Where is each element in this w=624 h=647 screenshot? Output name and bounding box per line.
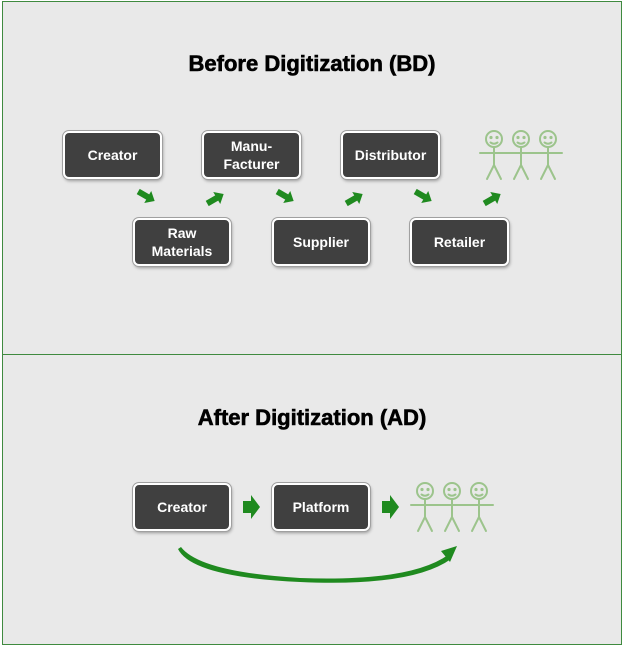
bd-retailer-label: Retailer <box>433 234 486 250</box>
ad-creator-label: Creator <box>157 499 207 515</box>
ad-creator-node: Creator <box>133 483 231 531</box>
ad-platform-label: Platform <box>292 499 350 515</box>
bd-distributor-node: Distributor <box>341 131 440 179</box>
bd-manufacturer-node: Manu- Facturer <box>202 131 301 179</box>
before-title: Before Digitization (BD) <box>188 51 436 77</box>
bd-raw-materials-label: Raw Materials <box>151 225 213 259</box>
bd-retailer-node: Retailer <box>410 218 509 266</box>
bd-supplier-label: Supplier <box>292 234 349 250</box>
bd-raw-materials-node: Raw Materials <box>133 218 231 266</box>
after-title: After Digitization (AD) <box>197 405 427 431</box>
ad-platform-node: Platform <box>272 483 370 531</box>
bd-manufacturer-label: Manu- Facturer <box>223 138 280 172</box>
bd-creator-label: Creator <box>87 147 138 163</box>
bd-creator-node: Creator <box>63 131 162 179</box>
bd-supplier-node: Supplier <box>272 218 370 266</box>
bd-distributor-label: Distributor <box>354 147 427 163</box>
